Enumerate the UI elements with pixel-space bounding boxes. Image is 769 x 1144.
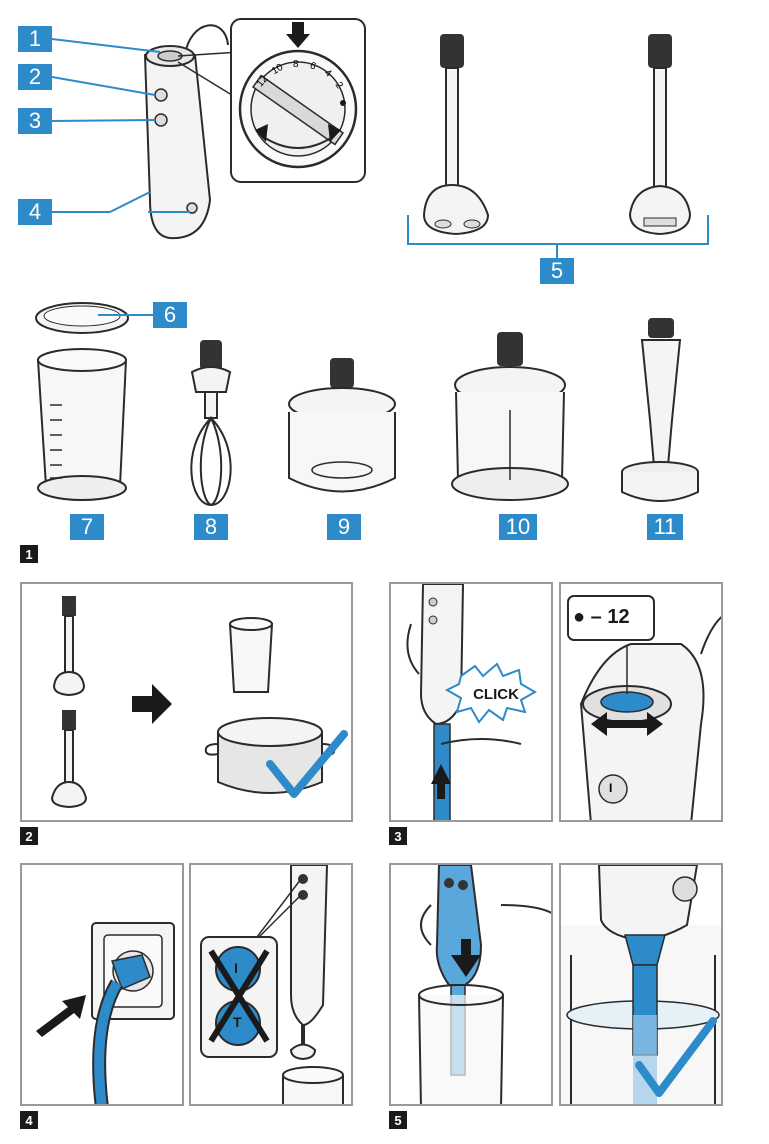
figure-4b-panel: I T bbox=[189, 863, 353, 1106]
figure-4a-illustration bbox=[36, 922, 175, 1104]
callout-2: 2 bbox=[18, 64, 52, 90]
callout-5: 5 bbox=[540, 258, 574, 284]
figure-number-2: 2 bbox=[20, 827, 38, 845]
dial-scale: 12 10 8 6 4 2 bbox=[255, 58, 347, 91]
figure-5a-illustration bbox=[418, 865, 551, 1104]
figure-5b-panel bbox=[559, 863, 723, 1106]
figure-number-3: 3 bbox=[389, 827, 407, 845]
speed-range-text: – 12 bbox=[590, 606, 630, 628]
figure-5b-illustration bbox=[561, 865, 721, 1104]
callout-3: 3 bbox=[18, 108, 52, 134]
switch-i-label: I bbox=[234, 960, 238, 976]
callout-4: 4 bbox=[18, 199, 52, 225]
callout-8: 8 bbox=[194, 514, 228, 540]
click-label: CLICK bbox=[473, 686, 519, 703]
figure-5a-panel bbox=[389, 863, 553, 1106]
callout-11: 11 bbox=[647, 514, 683, 540]
callout-10: 10 bbox=[499, 514, 537, 540]
figure-4a-panel bbox=[20, 863, 184, 1106]
callout-6: 6 bbox=[153, 302, 187, 328]
speed-range-label: ● – 12 bbox=[573, 606, 630, 629]
figure-3a-illustration bbox=[406, 584, 538, 820]
figure-number-5: 5 bbox=[389, 1111, 407, 1129]
figure-2-illustration bbox=[50, 596, 348, 809]
dial-mark: 8 bbox=[293, 59, 299, 70]
callout-7: 7 bbox=[70, 514, 104, 540]
switch-t-label: T bbox=[233, 1014, 242, 1030]
figure-3b-panel: ● – 12 I bbox=[559, 582, 723, 822]
figure-4b-illustration bbox=[200, 865, 344, 1104]
callout-9: 9 bbox=[327, 514, 361, 540]
figure-number-1: 1 bbox=[20, 545, 38, 563]
figure-number-4: 4 bbox=[20, 1111, 38, 1129]
switch-i-label: I bbox=[609, 781, 613, 795]
speed-dot-icon: ● bbox=[573, 606, 586, 628]
figure-2-panel bbox=[20, 582, 353, 822]
callout-1: 1 bbox=[18, 26, 52, 52]
figure-3a-panel: CLICK bbox=[389, 582, 553, 822]
figure-3b-illustration bbox=[567, 595, 721, 820]
